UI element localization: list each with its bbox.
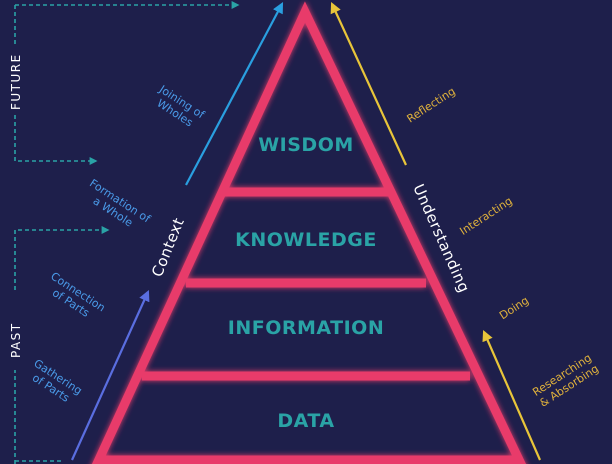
understanding-axis-label: Understanding <box>409 181 473 295</box>
timeline <box>14 1 240 464</box>
context-arrow-lower <box>70 289 150 461</box>
timeline-future-label: FUTURE <box>9 53 23 110</box>
note-reflecting: Reflecting <box>404 85 457 126</box>
level-information: INFORMATION <box>228 317 384 339</box>
level-wisdom: WISDOM <box>258 134 354 156</box>
note-interacting: Interacting <box>457 194 514 238</box>
note-joining-of-wholes: Joining of Wholes <box>154 82 207 129</box>
note-doing: Doing <box>497 294 531 322</box>
note-gathering-of-parts: Gathering of Parts <box>30 357 85 405</box>
note-researching-absorbing: Researching & Absorbing <box>530 351 601 410</box>
pyramid-outline <box>91 1 527 464</box>
pyramid <box>91 1 527 464</box>
note-connection-of-parts: Connection of Parts <box>48 270 107 320</box>
timeline-past-bracket <box>14 230 108 464</box>
context-arrow-upper <box>185 2 284 186</box>
level-knowledge: KNOWLEDGE <box>235 229 377 251</box>
timeline-future-bracket <box>14 5 96 161</box>
timeline-past-label: PAST <box>9 322 23 358</box>
understanding-arrow-lower <box>482 329 542 461</box>
level-data: DATA <box>277 410 334 432</box>
note-formation-of-whole: Formation of a Whole <box>87 177 153 230</box>
understanding-arrow-upper <box>330 2 407 166</box>
